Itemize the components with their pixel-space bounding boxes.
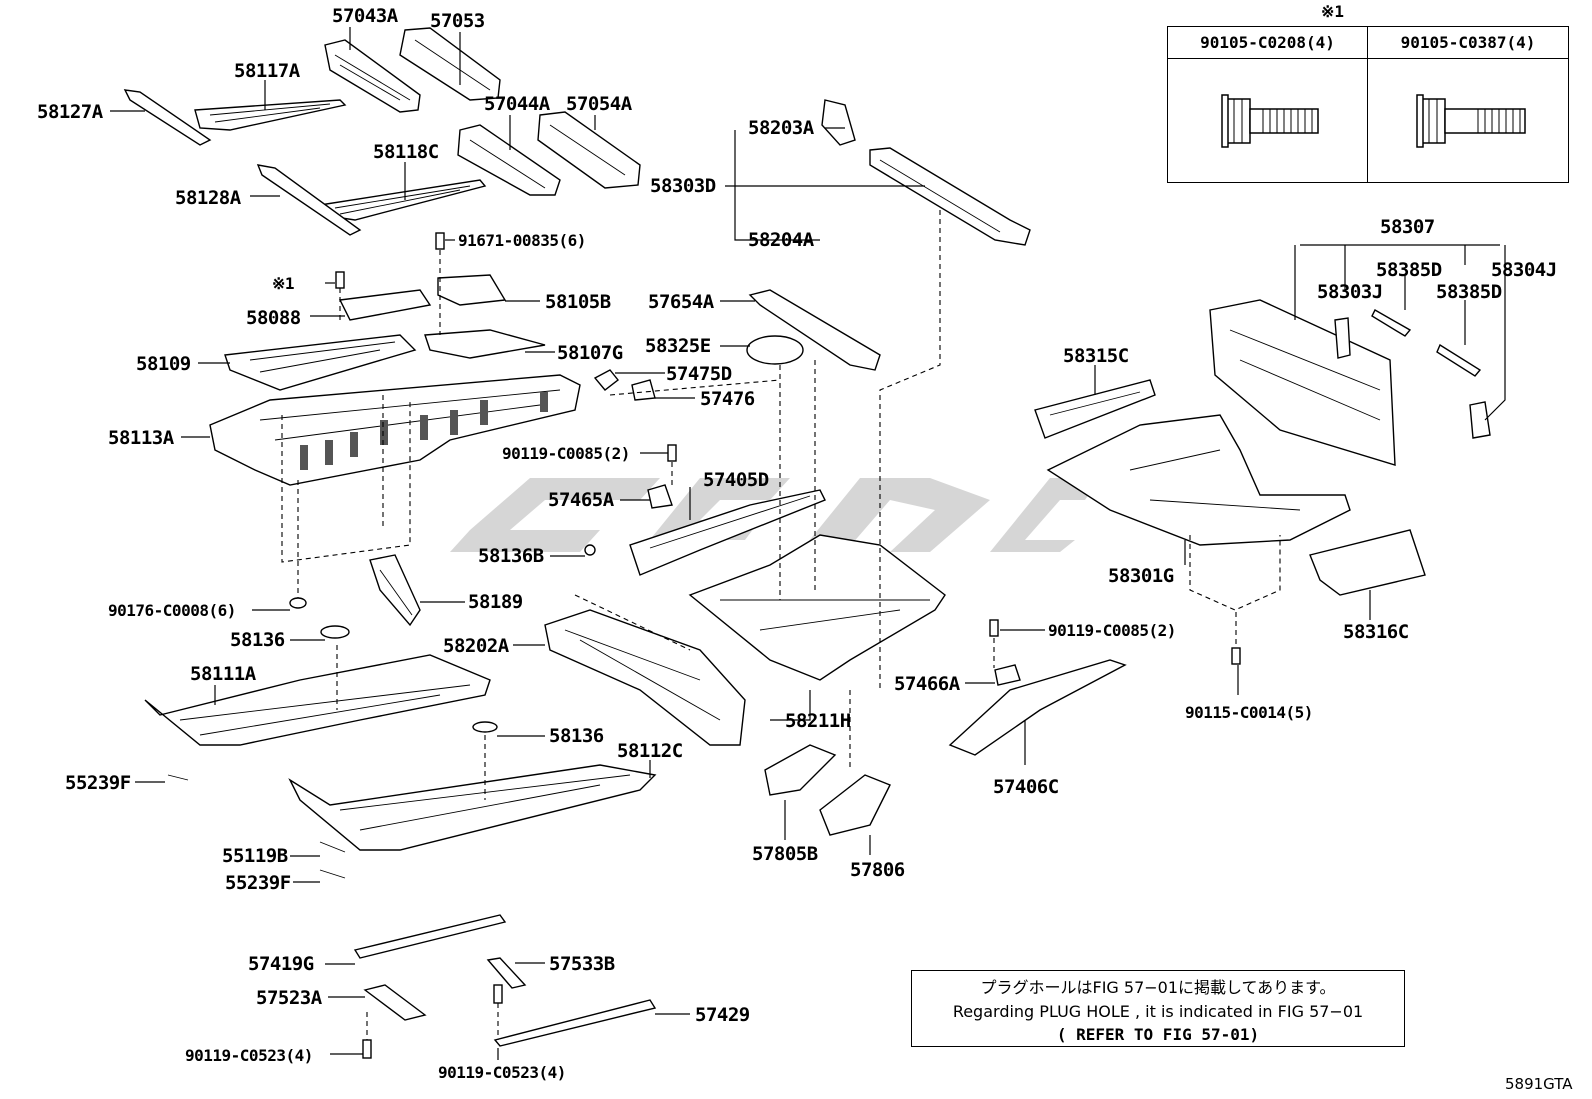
dashed-lines	[281, 210, 1281, 1040]
bolt-icon	[1220, 93, 1319, 148]
label-58315C: 58315C	[1063, 345, 1129, 367]
label-58304J: 58304J	[1491, 259, 1557, 281]
label-90119-C0085-b: 90119-C0085(2)	[1048, 621, 1176, 640]
label-58211H: 58211H	[785, 710, 851, 732]
label-58303D: 58303D	[650, 175, 716, 197]
label-57044A: 57044A	[484, 93, 551, 115]
label-58203A: 58203A	[748, 117, 815, 139]
label-58301G: 58301G	[1108, 565, 1174, 587]
bolt-table-header-2: 90105-C0387(4)	[1368, 27, 1568, 59]
label-58189: 58189	[468, 591, 523, 613]
label-90119-C0523-a: 90119-C0523(4)	[185, 1046, 313, 1065]
leader-lines	[110, 27, 1506, 1060]
label-90119-C0085-a: 90119-C0085(2)	[502, 444, 630, 463]
label-57523A: 57523A	[256, 987, 323, 1009]
bolt-table: 90105-C0208(4) 90105-C0387(4)	[1167, 26, 1569, 183]
label-58303J: 58303J	[1317, 281, 1383, 303]
plug-note-english: Regarding PLUG HOLE , it is indicated in…	[952, 1001, 1364, 1021]
bolt-table-header-1: 90105-C0208(4)	[1168, 27, 1368, 59]
label-55239F-a: 55239F	[65, 772, 131, 794]
bolt-illustration-1	[1168, 59, 1368, 182]
label-57466A: 57466A	[894, 673, 961, 695]
label-58385D-b: 58385D	[1436, 281, 1502, 303]
label-57475D: 57475D	[666, 363, 732, 385]
label-57465A: 57465A	[548, 489, 615, 511]
label-58109: 58109	[136, 353, 191, 375]
label-58204A: 58204A	[748, 229, 815, 251]
plug-note-refer: ( REFER TO FIG 57-01)	[1056, 1024, 1260, 1044]
label-58307: 58307	[1380, 216, 1435, 238]
label-57419G: 57419G	[248, 953, 314, 975]
label-58136-a: 58136	[230, 629, 285, 651]
label-57805B: 57805B	[752, 843, 818, 865]
label-57405D: 57405D	[703, 469, 769, 491]
label-58117A: 58117A	[234, 60, 301, 82]
label-57476: 57476	[700, 388, 755, 410]
label-note-1: ※1	[272, 274, 294, 293]
label-57806: 57806	[850, 859, 905, 881]
label-58111A: 58111A	[190, 663, 257, 685]
label-57429: 57429	[695, 1004, 750, 1026]
label-90115-C0014: 90115-C0014(5)	[1185, 703, 1313, 722]
plug-hole-note: プラグホールはFIG 57−01に掲載してあります。 Regarding PLU…	[911, 970, 1405, 1047]
label-57054A: 57054A	[566, 93, 633, 115]
diagram-code: 5891GTA	[1505, 1075, 1573, 1093]
label-58202A: 58202A	[443, 635, 510, 657]
label-58113A: 58113A	[108, 427, 175, 449]
label-58128A: 58128A	[175, 187, 242, 209]
label-57406C: 57406C	[993, 776, 1059, 798]
label-58136B: 58136B	[478, 545, 544, 567]
label-90176-C0008: 90176-C0008(6)	[108, 601, 236, 620]
label-90119-C0523-b: 90119-C0523(4)	[438, 1063, 566, 1082]
label-58088: 58088	[246, 307, 301, 329]
label-91671-00835: 91671-00835(6)	[458, 231, 586, 250]
bolt-icon	[1416, 93, 1526, 148]
part-labels: 57043A 57053 58117A 58127A 57044A 57054A…	[37, 5, 1557, 1082]
label-58316C: 58316C	[1343, 621, 1409, 643]
label-57533B: 57533B	[549, 953, 615, 975]
label-58385D-a: 58385D	[1376, 259, 1442, 281]
bolt-table-note-mark: ※1	[1321, 2, 1345, 21]
label-58112C: 58112C	[617, 740, 683, 762]
label-58325E: 58325E	[645, 335, 711, 357]
label-55239F-b: 55239F	[225, 872, 291, 894]
label-58118C: 58118C	[373, 141, 439, 163]
label-57043A: 57043A	[332, 5, 399, 27]
label-58136-b: 58136	[549, 725, 604, 747]
label-57654A: 57654A	[648, 291, 715, 313]
label-57053: 57053	[430, 10, 485, 32]
part-shapes	[123, 27, 1491, 1059]
label-55119B: 55119B	[222, 845, 288, 867]
plug-note-japanese: プラグホールはFIG 57−01に掲載してあります。	[980, 977, 1336, 997]
bolt-illustration-2	[1368, 59, 1568, 182]
label-58107G: 58107G	[557, 342, 623, 364]
label-58105B: 58105B	[545, 291, 611, 313]
label-58127A: 58127A	[37, 101, 104, 123]
